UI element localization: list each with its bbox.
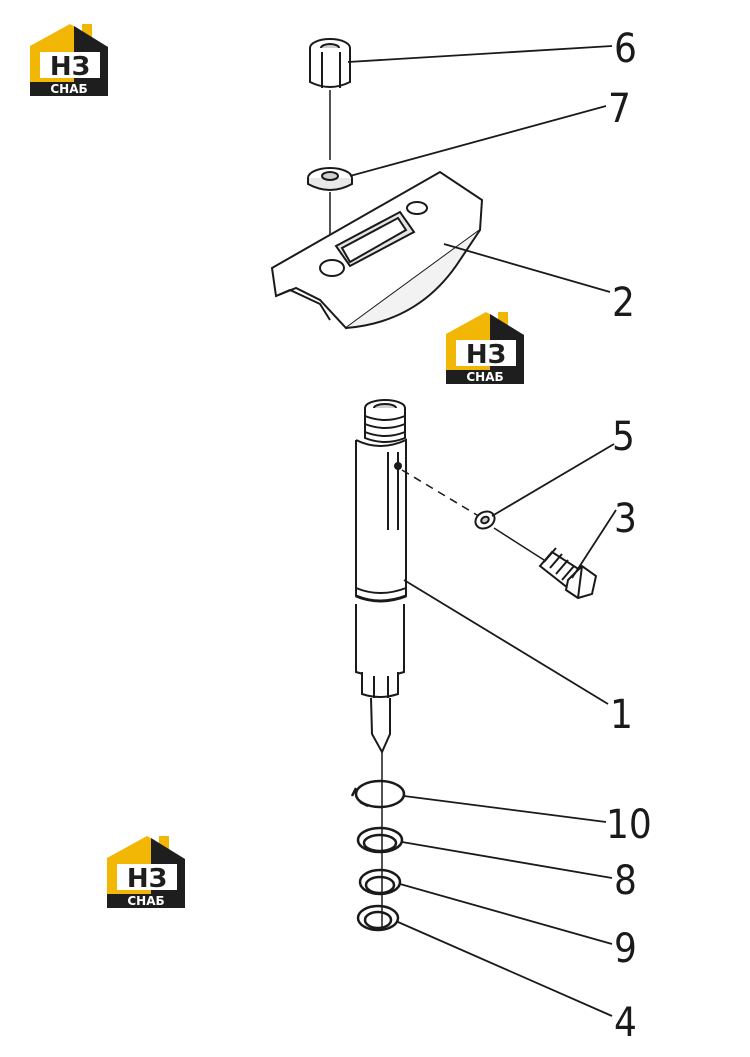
part-sealing-ring [356, 826, 404, 854]
part-washer [307, 167, 353, 191]
logo-letters: НЗ [127, 864, 167, 894]
callout-label-6: 6 [614, 26, 637, 72]
assembly-path-dashed [401, 469, 483, 519]
callout-label-10: 10 [606, 802, 652, 848]
leader-line [571, 509, 617, 579]
callout-label-9: 9 [614, 926, 637, 972]
part-bolt [538, 547, 598, 600]
leader-line [349, 105, 607, 177]
part-fuel-injector [355, 399, 407, 755]
brand-logo: НЗ СНАБ [30, 24, 108, 96]
leader-line [443, 243, 611, 293]
part-clamp-bracket [270, 170, 484, 330]
part-sealing-ring [358, 868, 402, 896]
part-circlip [350, 779, 406, 809]
leader-line [401, 841, 613, 879]
brand-logo: НЗ СНАБ [446, 312, 524, 384]
callout-label-1: 1 [610, 692, 633, 738]
callout-label-5: 5 [612, 414, 635, 460]
logo-caption: СНАБ [466, 370, 503, 384]
leader-line [403, 795, 607, 823]
leader-line [491, 443, 615, 517]
leader-lines [347, 45, 617, 1017]
callout-label-3: 3 [614, 496, 637, 542]
callout-label-4: 4 [614, 1000, 637, 1046]
logo-letters: НЗ [466, 340, 506, 370]
leader-line [397, 921, 613, 1017]
leader-line [399, 883, 613, 945]
logo-caption: СНАБ [50, 82, 87, 96]
callout-label-2: 2 [612, 280, 635, 326]
part-copper-washer [356, 904, 400, 932]
leader-line [347, 45, 613, 63]
logo-letters: НЗ [50, 52, 90, 82]
callout-label-8: 8 [614, 858, 637, 904]
brand-logo: НЗ СНАБ [107, 836, 185, 908]
logo-caption: СНАБ [127, 894, 164, 908]
callout-label-7: 7 [608, 86, 631, 132]
leader-line [403, 579, 609, 705]
part-hex-nut [309, 38, 351, 88]
assembly-path [493, 527, 545, 561]
